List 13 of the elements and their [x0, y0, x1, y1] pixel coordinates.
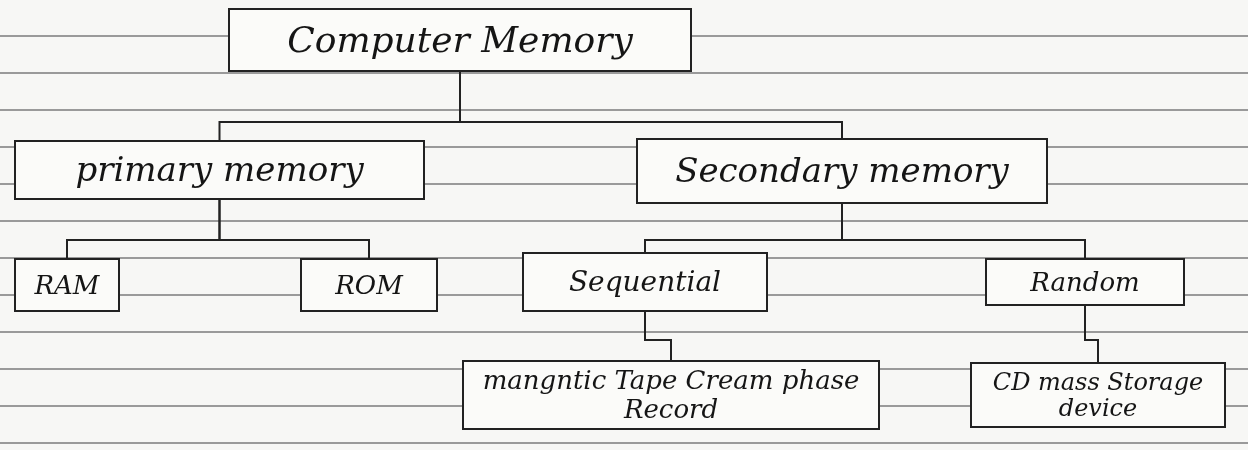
connector-line	[644, 311, 672, 361]
memory-box: Sequential	[522, 252, 768, 312]
memory-box: mangntic Tape Cream phase Record	[462, 360, 880, 430]
connector-line	[218, 199, 370, 259]
memory-box: Computer Memory	[228, 8, 692, 72]
memory-box: CD mass Storage device	[970, 362, 1226, 428]
memory-box: Random	[985, 258, 1185, 306]
memory-box: ROM	[300, 258, 438, 312]
memory-box: RAM	[14, 258, 120, 312]
memory-box: Secondary memory	[636, 138, 1048, 204]
memory-box: primary memory	[14, 140, 425, 200]
connector-line	[841, 203, 1086, 259]
connector-line	[1084, 305, 1099, 363]
